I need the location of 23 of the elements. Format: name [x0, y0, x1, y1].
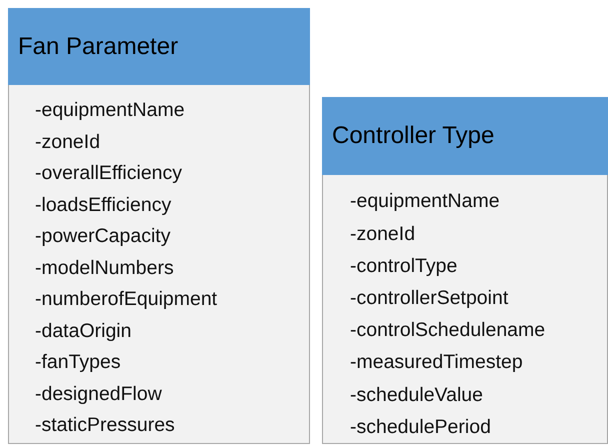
attribute-text: -designedFlow	[35, 382, 163, 406]
attribute-text: -schedulePeriod	[350, 414, 492, 440]
attribute-text: -zoneId	[350, 222, 416, 247]
class-card	[322, 97, 608, 444]
class-title: Controller Type	[322, 97, 608, 176]
attribute-text: -measuredTimestep	[350, 350, 524, 376]
attribute-text: -dataOrigin	[35, 318, 132, 344]
attribute-text: -fanTypes	[35, 350, 122, 375]
attribute-text: -controllerSetpoint	[350, 286, 510, 311]
attribute-text: -powerCapacity	[35, 224, 172, 249]
attribute-text: -equipmentName	[350, 189, 501, 214]
attribute-text: -controlType	[350, 254, 458, 279]
attribute-text: -controlSchedulename	[350, 318, 546, 344]
class-title: Fan Parameter	[8, 8, 310, 85]
class-card	[8, 8, 310, 444]
attribute-text: -overallEfficiency	[35, 161, 184, 186]
attribute-text: -modelNumbers	[35, 256, 175, 280]
attribute-text: -loadsEfficiency	[35, 192, 172, 218]
attribute-text: -staticPressures	[35, 413, 176, 438]
attribute-text: -numberofEquipment	[35, 287, 218, 312]
attribute-text: -scheduleValue	[350, 382, 484, 408]
attribute-text: -zoneId	[35, 130, 102, 154]
attribute-text: -equipmentName	[35, 98, 186, 123]
